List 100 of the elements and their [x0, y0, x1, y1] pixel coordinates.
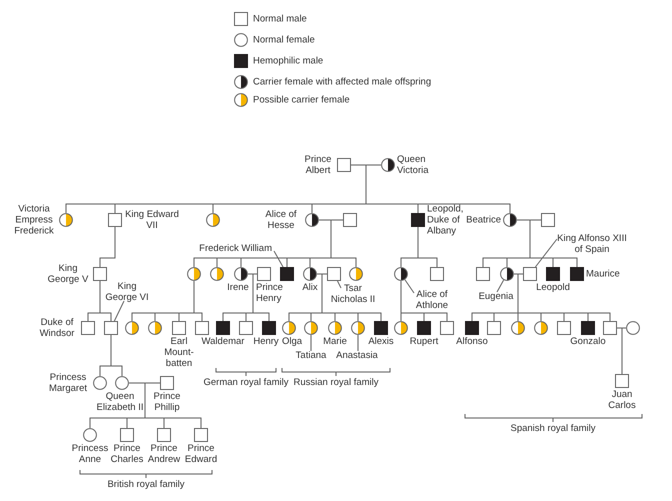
leader-line	[337, 280, 342, 288]
name-label: King George VI	[101, 281, 153, 303]
carrier-female-circle	[303, 267, 317, 281]
name-label: Rupert	[408, 336, 440, 347]
normal-male-square	[541, 213, 555, 227]
normal-male-square	[108, 213, 122, 227]
carrier-female-circle	[500, 267, 514, 281]
possible-carrier-circle	[304, 321, 318, 335]
group-label: Spanish royal family	[510, 423, 596, 434]
possible-carrier-circle	[148, 321, 162, 335]
hemophilic-male-square	[581, 321, 595, 335]
possible-carrier-circle	[394, 321, 408, 335]
leader-line	[404, 279, 414, 294]
descent-line	[418, 226, 438, 268]
normal-male-square	[172, 321, 186, 335]
normal-male-square	[157, 428, 171, 442]
normal-male-square	[476, 267, 490, 281]
name-label: Juan Carlos	[607, 389, 637, 411]
name-label: Alix	[301, 282, 319, 293]
descent-line	[318, 220, 356, 268]
normal-male-square	[104, 321, 118, 335]
descent-line	[616, 328, 622, 374]
carrier-female-circle	[234, 267, 248, 281]
name-label: Marie	[322, 336, 348, 347]
normal-female-circle	[115, 376, 129, 390]
legend-label: Normal male	[253, 14, 307, 24]
hemophilic-male-square	[465, 321, 479, 335]
leader-line	[114, 300, 124, 322]
descent-line	[400, 280, 448, 322]
name-label: Prince Phillip	[152, 391, 182, 413]
name-label: Tsar Nicholas II	[327, 283, 379, 305]
hemophilic-male-square	[417, 321, 431, 335]
legend-label: Possible carrier female	[253, 94, 350, 106]
name-label: Princess Margaret	[48, 372, 88, 394]
carrier-female-circle	[381, 158, 395, 172]
possible-carrier-circle	[349, 267, 363, 281]
descent-line	[516, 220, 578, 268]
normal-female-circle	[83, 428, 97, 442]
possible-carrier-circle	[59, 213, 73, 227]
possible-carrier-circle	[187, 267, 201, 281]
name-label: Earl Mount-batten	[163, 336, 195, 369]
normal-male-square	[81, 321, 95, 335]
name-label: Gonzalo	[569, 336, 607, 347]
descent-line	[514, 274, 610, 322]
hemophilic-male-square	[570, 267, 584, 281]
hemophilic-male-square	[411, 213, 425, 227]
descent-line	[128, 382, 202, 428]
legend-label: Carrier female with affected male offspring	[253, 76, 432, 88]
descent-line	[316, 274, 382, 322]
normal-female-circle	[626, 321, 640, 335]
name-label: Tatiana	[293, 350, 329, 361]
legend-label: Hemophilic male	[253, 56, 324, 66]
descent-line	[100, 280, 112, 322]
name-label: Anastasia	[333, 350, 381, 361]
normal-male-square	[487, 321, 501, 335]
name-label: King Edward VII	[124, 209, 180, 231]
name-label: Alice of Hesse	[264, 209, 298, 231]
name-label: Alexis	[367, 336, 395, 347]
name-label: Olga	[280, 336, 304, 347]
name-label: Queen Victoria	[397, 154, 430, 176]
normal-male-square	[440, 321, 454, 335]
descent-line	[110, 334, 122, 376]
normal-female-circle	[93, 376, 107, 390]
name-label: Prince Albert	[304, 154, 332, 176]
name-label: Alice of Athlone	[410, 289, 454, 311]
possible-carrier-circle	[206, 213, 220, 227]
group-label: British royal family	[107, 479, 185, 490]
descent-line	[194, 280, 202, 322]
hemophilic-male-square	[374, 321, 388, 335]
normal-male-square	[120, 428, 134, 442]
normal-male-square	[160, 376, 174, 390]
name-label: King George V	[46, 263, 90, 285]
group-label: Russian royal family	[294, 377, 378, 388]
name-label: Eugenia	[476, 291, 516, 302]
carrier-female-circle	[394, 267, 408, 281]
descent-line	[248, 274, 270, 322]
hemophilic-male-square	[546, 267, 560, 281]
name-label: Maurice	[586, 268, 621, 280]
carrier-female-circle	[305, 213, 319, 227]
name-label: Prince Andrew	[146, 443, 182, 465]
hemophilic-male-square	[280, 267, 294, 281]
hemophilic-male-square	[216, 321, 230, 335]
normal-male-square	[194, 428, 208, 442]
name-label: Irene	[226, 282, 250, 293]
name-label: Victoria Empress Frederick	[13, 204, 55, 236]
normal-male-square	[239, 321, 253, 335]
normal-male-square	[603, 321, 617, 335]
possible-carrier-circle	[282, 321, 296, 335]
possible-carrier-circle	[511, 321, 525, 335]
hemophilic-male-square	[262, 321, 276, 335]
leader-line	[310, 334, 312, 352]
descent-line	[366, 164, 510, 214]
carrier-female-circle	[503, 213, 517, 227]
possible-carrier-circle	[125, 321, 139, 335]
possible-carrier-circle	[534, 321, 548, 335]
possible-carrier-circle	[210, 267, 224, 281]
normal-male-square	[523, 267, 537, 281]
possible-carrier-circle	[351, 321, 365, 335]
name-label: Prince Edward	[184, 443, 218, 465]
name-label: Henry	[252, 336, 280, 347]
